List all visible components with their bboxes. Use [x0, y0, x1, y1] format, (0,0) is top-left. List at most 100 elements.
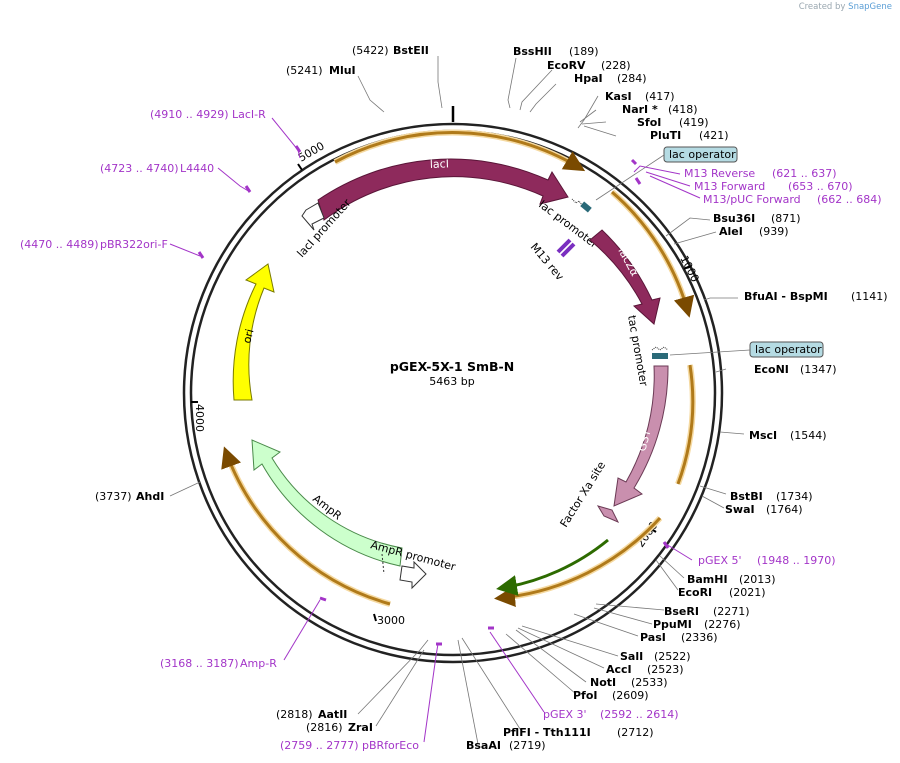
MscI-name[interactable]: MscI: [749, 429, 777, 442]
PfoI-name[interactable]: PfoI: [573, 689, 598, 702]
EcoNI-pos: (1347): [800, 363, 837, 376]
AatII-name[interactable]: AatII: [318, 708, 347, 721]
ampr-promoter-arrow[interactable]: [399, 560, 427, 590]
MluI-pos: (5241): [286, 64, 323, 77]
orf-arrow-top: [334, 131, 586, 172]
lacZa-feature[interactable]: [589, 229, 661, 325]
KasI-pos: (417): [645, 90, 675, 103]
factor-xa-label: Factor Xa site: [558, 459, 609, 530]
MscI-pos: (1544): [790, 429, 827, 442]
BstBI-name[interactable]: BstBI: [730, 490, 763, 503]
snapgene-credit: Created by SnapGene: [799, 2, 892, 12]
PluTI-pos: (421): [699, 129, 729, 142]
PfoI-pos: (2609): [612, 689, 649, 702]
PpuMI-name[interactable]: PpuMI: [653, 618, 692, 631]
SwaI-pos: (1764): [766, 503, 803, 516]
tick-label-5000: 5000: [296, 139, 327, 164]
AmpR-name[interactable]: Amp-R: [240, 657, 277, 670]
lacI-feature[interactable]: [317, 158, 569, 221]
lac-operator-mark-2[interactable]: [652, 353, 668, 359]
tac-promoter-label: tac promoter: [625, 314, 650, 387]
PflFI-name[interactable]: PflFI - Tth111I: [503, 726, 591, 739]
orf-arc-right-lower: [676, 364, 695, 485]
BstEII-name[interactable]: BstEII: [393, 44, 429, 57]
lac-operator-label-2: lac operator: [755, 343, 822, 356]
tick-label-3000: 3000: [377, 614, 405, 627]
pGEX5-name[interactable]: pGEX 5': [698, 554, 742, 567]
lac-operator-box-1[interactable]: [663, 146, 738, 163]
NarI-name[interactable]: NarI *: [622, 103, 658, 116]
BfuAI-name[interactable]: BfuAI - BspMI: [744, 290, 828, 303]
ori-feature[interactable]: [232, 263, 275, 401]
PluTI-name[interactable]: PluTI: [650, 129, 681, 142]
factor-xa-mark[interactable]: [596, 505, 620, 523]
tick-1000: [683, 265, 691, 270]
M13Fwd-name[interactable]: M13 Forward: [694, 180, 765, 193]
ampr-feature[interactable]: [251, 439, 403, 567]
BseRI-pos: (2271): [713, 605, 750, 618]
PasI-name[interactable]: PasI: [640, 631, 666, 644]
EcoNI-name[interactable]: EcoNI: [754, 363, 789, 376]
M13pUC-range: (662 .. 684): [817, 193, 882, 206]
enzyme-labels: (5422) BstEII (5241) MluI BssHII (189) E…: [95, 44, 888, 752]
pGEX3-range: (2592 .. 2614): [600, 708, 679, 721]
orf-arcs: [221, 129, 696, 608]
PpuMI-pos: (2276): [704, 618, 741, 631]
ZraI-name[interactable]: ZraI: [348, 721, 373, 734]
LacIR-range: (4910 .. 4929): [150, 108, 229, 121]
credit-brand: SnapGene: [848, 2, 892, 12]
orf-arrow-left: [221, 446, 391, 606]
M13Rev-name[interactable]: M13 Reverse: [684, 167, 755, 180]
SfoI-name[interactable]: SfoI: [637, 116, 661, 129]
tick-marks: 1000 2000 3000 4000 5000: [191, 139, 702, 627]
pBR322ori-name[interactable]: pBR322ori-F: [100, 238, 168, 251]
BamHI-pos: (2013): [739, 573, 776, 586]
pBRforEco-name[interactable]: pBRforEco: [362, 739, 419, 752]
BstEII-pos: (5422): [352, 44, 389, 57]
credit-prefix: Created by: [798, 2, 846, 12]
NotI-pos: (2533): [631, 676, 668, 689]
tick-5000: [297, 163, 303, 171]
AccI-name[interactable]: AccI: [606, 663, 632, 676]
BssHII-pos: (189): [569, 45, 599, 58]
primer-labels: (4910 .. 4929) LacI-R (4723 .. 4740) L44…: [20, 108, 882, 752]
Bsu36I-name[interactable]: Bsu36I: [713, 212, 755, 225]
lacI-label: lacI: [430, 157, 450, 171]
LacIR-name[interactable]: LacI-R: [232, 108, 266, 121]
KasI-name[interactable]: KasI: [605, 90, 632, 103]
enzyme-leaders: [169, 56, 745, 745]
L4440-name[interactable]: L4440: [180, 162, 214, 175]
BseRI-name[interactable]: BseRI: [664, 605, 699, 618]
HpaI-name[interactable]: HpaI: [574, 72, 603, 85]
lac-operator-mark-1[interactable]: [580, 201, 592, 213]
orf-arrow-bottom-right: [494, 516, 662, 608]
lac-operator-label-1: lac operator: [669, 148, 736, 161]
Bsu36I-pos: (871): [771, 212, 801, 225]
primer-marks: [197, 145, 670, 646]
lac-operator-box-2[interactable]: [749, 341, 824, 358]
pGEX3-name[interactable]: pGEX 3': [543, 708, 587, 721]
PflFI-pos: (2712): [617, 726, 654, 739]
M13pUC-name[interactable]: M13/pUC Forward: [703, 193, 801, 206]
SwaI-name[interactable]: SwaI: [725, 503, 755, 516]
HpaI-pos: (284): [617, 72, 647, 85]
PasI-pos: (2336): [681, 631, 718, 644]
AhdI-name[interactable]: AhdI: [136, 490, 164, 503]
tick-3000: [373, 613, 377, 622]
EcoRV-name[interactable]: EcoRV: [547, 59, 586, 72]
lacI-promoter-arrow[interactable]: [301, 202, 325, 231]
MluI-name[interactable]: MluI: [329, 64, 356, 77]
L4440-range: (4723 .. 4740): [100, 162, 179, 175]
BssHII-name[interactable]: BssHII: [513, 45, 552, 58]
AccI-pos: (2523): [647, 663, 684, 676]
gst-feature[interactable]: [613, 365, 669, 507]
EcoRI-name[interactable]: EcoRI: [678, 586, 712, 599]
BamHI-name[interactable]: BamHI: [687, 573, 728, 586]
SalI-name[interactable]: SalI: [620, 650, 643, 663]
AmpR-range: (3168 .. 3187): [160, 657, 239, 670]
BsaAI-name[interactable]: BsaAI: [466, 739, 501, 752]
AleI-name[interactable]: AleI: [719, 225, 743, 238]
pBRforEco-range: (2759 .. 2777): [280, 739, 359, 752]
NotI-name[interactable]: NotI: [590, 676, 616, 689]
